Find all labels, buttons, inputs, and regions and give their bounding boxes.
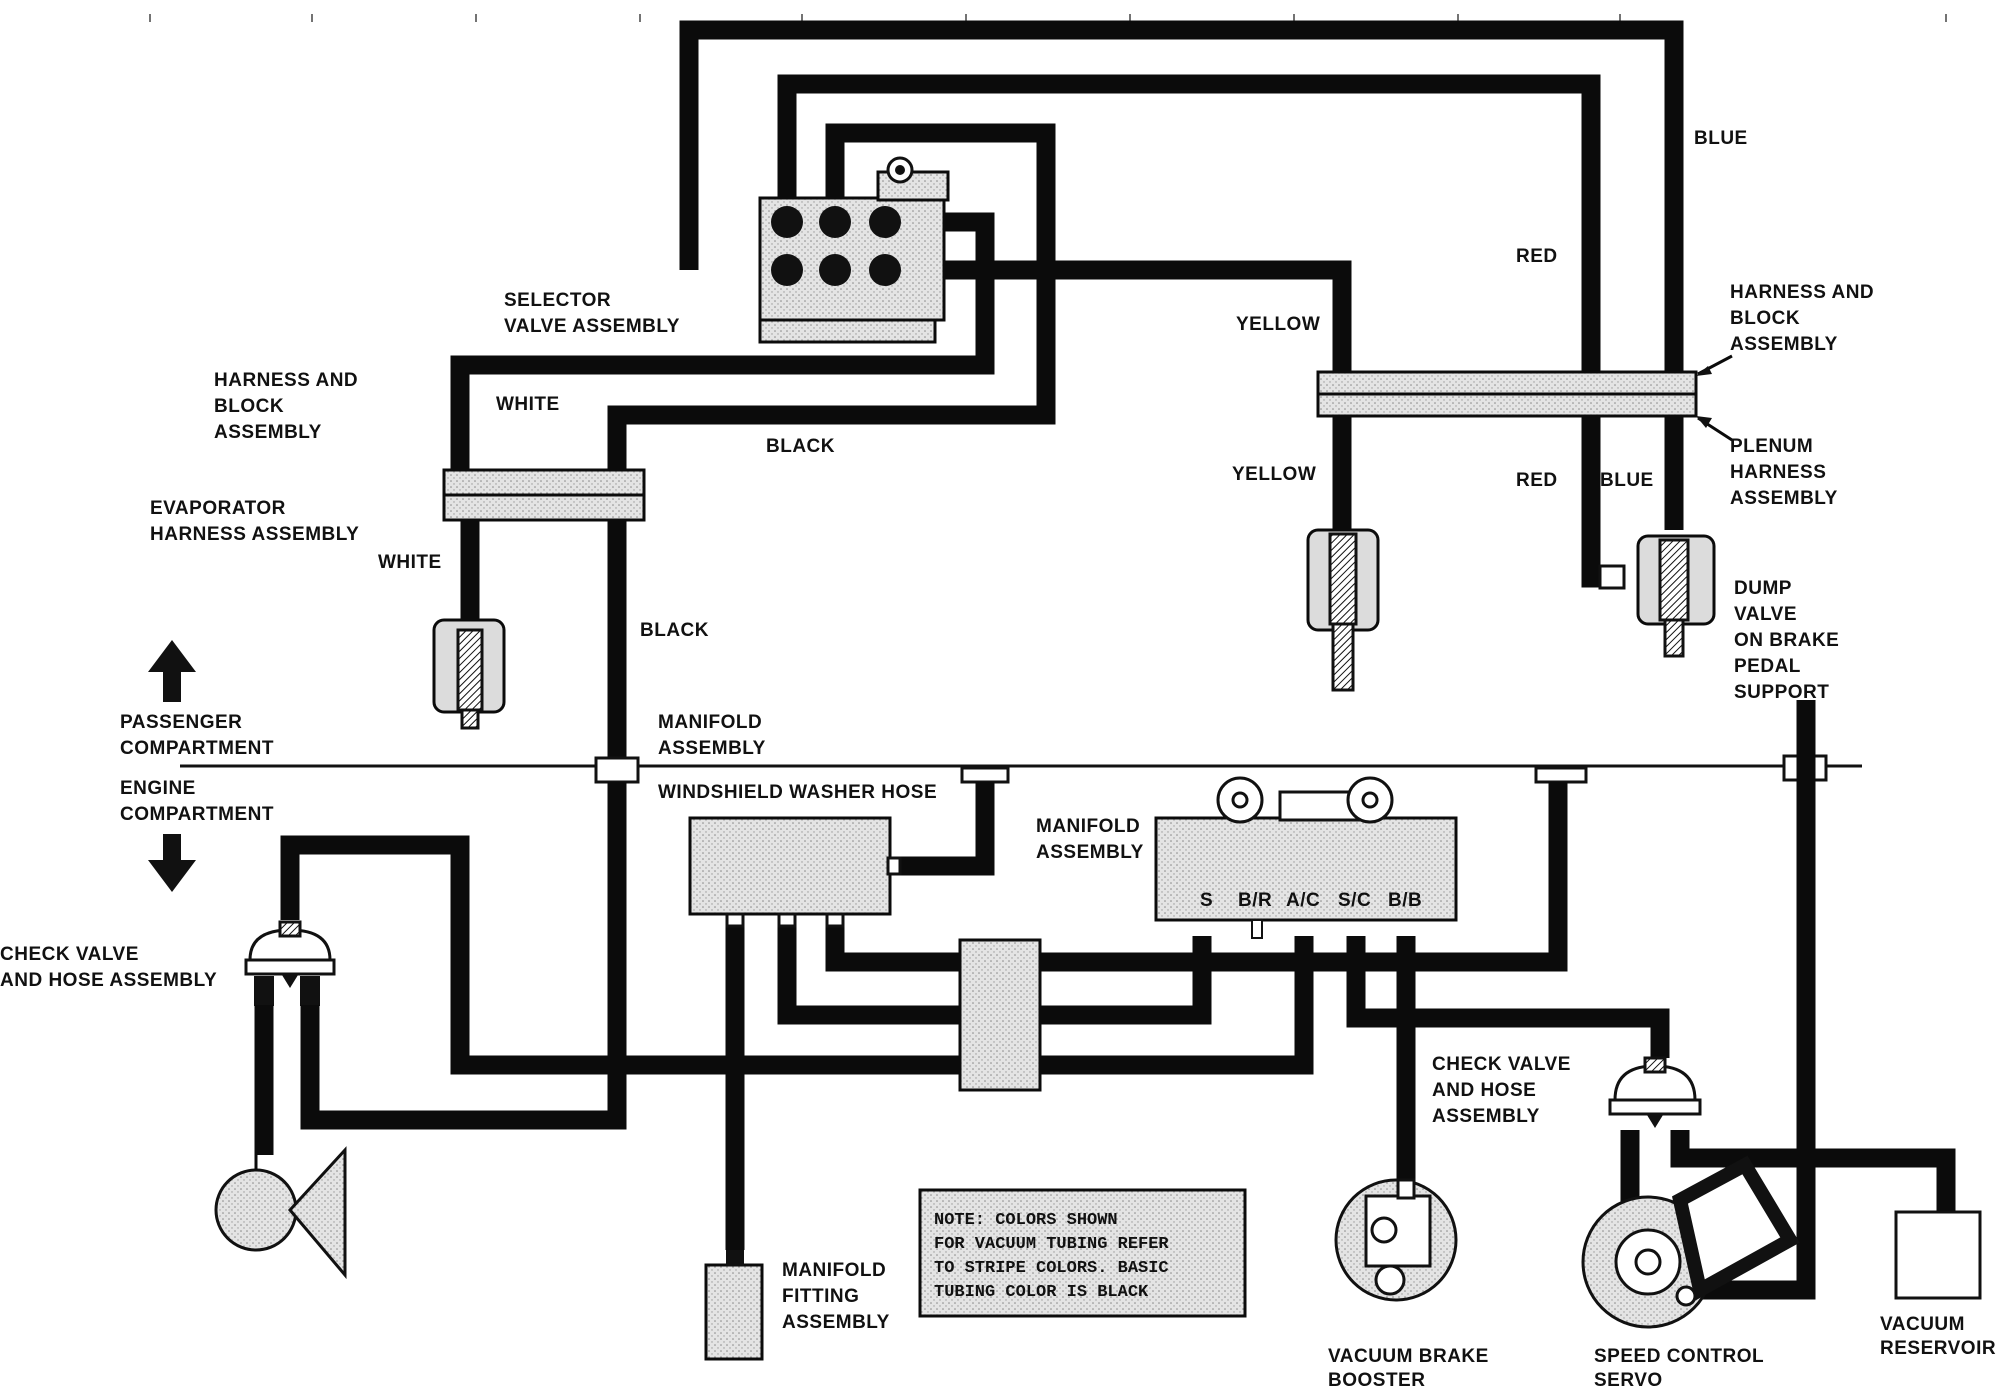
- note-line-2: FOR VACUUM TUBING REFER: [934, 1235, 1169, 1254]
- vacuum-reservoir: [1894, 1210, 1982, 1300]
- vacuum-brake-booster: [1334, 1178, 1458, 1302]
- bulkhead-fitting-mid: [1534, 766, 1588, 784]
- label-blue-top: BLUE: [1694, 128, 1748, 149]
- label-passenger-1: PASSENGER: [120, 712, 242, 733]
- dump-valve: [1598, 534, 1716, 658]
- label-servo-2: SERVO: [1594, 1370, 1663, 1391]
- plenum-leader-arrowhead: [1696, 416, 1712, 428]
- label-port-s: S: [1200, 890, 1213, 911]
- label-selector-valve-1: SELECTOR: [504, 290, 611, 311]
- label-servo-1: SPEED CONTROL: [1594, 1346, 1764, 1367]
- up-arrow-icon: [148, 640, 196, 702]
- manifold-left: [688, 816, 892, 916]
- label-harness-left-1: HARNESS AND: [214, 370, 358, 391]
- label-white-top: WHITE: [496, 394, 560, 415]
- harness-leader-arrowhead: [1696, 366, 1712, 376]
- labels: SELECTOR VALVE ASSEMBLY HARNESS AND BLOC…: [0, 128, 1996, 1391]
- label-harness-right-1: HARNESS AND: [1730, 282, 1874, 303]
- check-valve-right: [1608, 1056, 1702, 1128]
- label-reservoir-1: VACUUM: [1880, 1314, 1965, 1335]
- label-selector-valve-2: VALVE ASSEMBLY: [504, 316, 680, 337]
- label-harness-right-2: BLOCK: [1730, 308, 1800, 329]
- label-harness-right-3: ASSEMBLY: [1730, 334, 1838, 355]
- label-black-top: BLACK: [766, 436, 835, 457]
- manifold-left-port-3: [825, 912, 845, 928]
- label-brake-booster-2: BOOSTER: [1328, 1370, 1425, 1391]
- label-manifold-top-1: MANIFOLD: [658, 712, 762, 733]
- label-passenger-2: COMPARTMENT: [120, 738, 274, 759]
- white-actuator: [432, 618, 506, 730]
- bulkhead-fitting-left: [594, 756, 640, 784]
- vacuum-source: [214, 1146, 347, 1280]
- blue-tube: [679, 20, 1684, 530]
- note-line-4: TUBING COLOR IS BLACK: [934, 1283, 1149, 1302]
- speed-control-servo: [1581, 1155, 1800, 1329]
- label-check-valve-right-3: ASSEMBLY: [1432, 1106, 1540, 1127]
- label-white-lower: WHITE: [378, 552, 442, 573]
- yellow-tube: [787, 260, 1352, 530]
- label-plenum-1: PLENUM: [1730, 436, 1813, 457]
- label-port-sc: S/C: [1338, 890, 1371, 911]
- manifold-fitting-port: [726, 1250, 744, 1266]
- note-line-3: TO STRIPE COLORS. BASIC: [934, 1259, 1169, 1278]
- label-manifold-right-1: MANIFOLD: [1036, 816, 1140, 837]
- label-plenum-3: ASSEMBLY: [1730, 488, 1838, 509]
- yellow-actuator: [1306, 528, 1380, 692]
- label-reservoir-2: RESERVOIR: [1880, 1338, 1996, 1359]
- label-red-lower: RED: [1516, 470, 1558, 491]
- label-manifold-fitting-1: MANIFOLD: [782, 1260, 886, 1281]
- label-manifold-fitting-2: FITTING: [782, 1286, 859, 1307]
- manifold-fitting-assembly: [704, 1263, 764, 1361]
- down-arrow-icon: [148, 834, 196, 892]
- label-blue-lower: BLUE: [1600, 470, 1654, 491]
- label-check-valve-left-2: AND HOSE ASSEMBLY: [0, 970, 217, 991]
- manifold-left-port-2: [777, 912, 797, 928]
- label-check-valve-right-2: AND HOSE: [1432, 1080, 1536, 1101]
- label-check-valve-right-1: CHECK VALVE: [1432, 1054, 1571, 1075]
- label-dump-valve-5: SUPPORT: [1734, 682, 1829, 703]
- harness-block-left: [442, 468, 646, 522]
- label-plenum-2: HARNESS: [1730, 462, 1826, 483]
- label-engine-1: ENGINE: [120, 778, 196, 799]
- label-check-valve-left-1: CHECK VALVE: [0, 944, 139, 965]
- label-dump-valve-4: PEDAL: [1734, 656, 1801, 677]
- label-manifold-right-2: ASSEMBLY: [1036, 842, 1144, 863]
- label-harness-left-3: ASSEMBLY: [214, 422, 322, 443]
- label-port-br: B/R: [1238, 890, 1272, 911]
- label-dump-valve-3: ON BRAKE: [1734, 630, 1839, 651]
- note-box: NOTE: COLORS SHOWN FOR VACUUM TUBING REF…: [918, 1188, 1247, 1318]
- bulkhead-fitting-washer: [960, 766, 1010, 784]
- manifold-left-port-4: [886, 856, 902, 876]
- label-evap-harness-2: HARNESS ASSEMBLY: [150, 524, 359, 545]
- manifold-right: [1154, 776, 1458, 939]
- label-yellow-lower: YELLOW: [1232, 464, 1316, 485]
- label-port-bb: B/B: [1388, 890, 1422, 911]
- check-valve-left: [244, 920, 336, 1006]
- note-line-1: NOTE: COLORS SHOWN: [934, 1211, 1118, 1230]
- junction-block: [958, 938, 1042, 1092]
- label-evap-harness-1: EVAPORATOR: [150, 498, 286, 519]
- label-manifold-top-2: ASSEMBLY: [658, 738, 766, 759]
- label-port-ac: A/C: [1286, 890, 1320, 911]
- harness-block-right: [1316, 370, 1698, 418]
- label-engine-2: COMPARTMENT: [120, 804, 274, 825]
- label-washer-hose: WINDSHIELD WASHER HOSE: [658, 782, 937, 803]
- label-dump-valve-2: VALVE: [1734, 604, 1797, 625]
- white-tube-upper: [450, 212, 995, 470]
- lower-tubes: [280, 700, 1956, 1300]
- label-red-top: RED: [1516, 246, 1558, 267]
- manifold-left-port-1: [725, 912, 745, 928]
- label-manifold-fitting-3: ASSEMBLY: [782, 1312, 890, 1333]
- label-dump-valve-1: DUMP: [1734, 578, 1792, 599]
- label-yellow-top: YELLOW: [1236, 314, 1320, 335]
- selector-valve-assembly: [758, 156, 950, 344]
- label-harness-left-2: BLOCK: [214, 396, 284, 417]
- label-black-lower: BLACK: [640, 620, 709, 641]
- label-brake-booster-1: VACUUM BRAKE: [1328, 1346, 1489, 1367]
